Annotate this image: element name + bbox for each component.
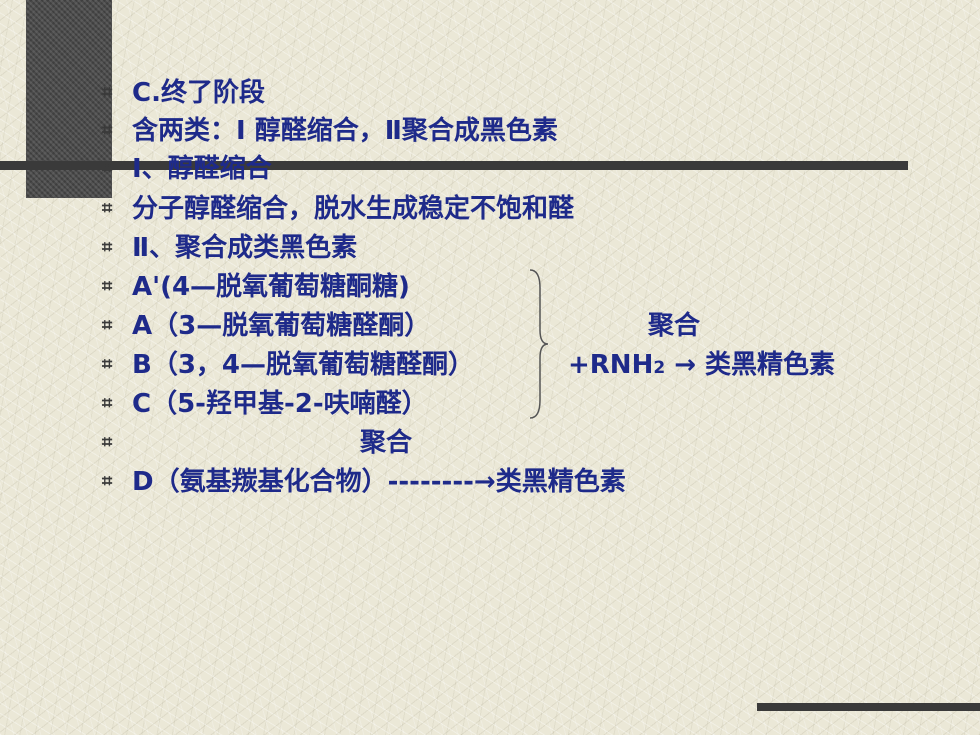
line-2: ⌗含两类：Ⅰ 醇醛缩合，Ⅱ聚合成黑色素 — [102, 116, 558, 146]
top-horizontal-rule — [0, 161, 908, 170]
bullet-icon: ⌗ — [102, 315, 113, 336]
line-1: ⌗C.终了阶段 — [102, 78, 265, 108]
polymerize-label-upper: 聚合 — [648, 311, 701, 341]
bottom-horizontal-rule — [757, 703, 980, 711]
bullet-icon: ⌗ — [102, 82, 113, 103]
line-9: ⌗C（5-羟甲基-2-呋喃醛） — [102, 389, 428, 419]
bullet-icon: ⌗ — [102, 471, 113, 492]
line-10: ⌗ — [102, 426, 132, 460]
bullet-icon: ⌗ — [102, 354, 113, 375]
bullet-icon: ⌗ — [102, 198, 113, 219]
reaction-product: +RNH2 → 类黑精色素 — [568, 350, 836, 380]
bullet-icon: ⌗ — [102, 432, 113, 453]
line-4: ⌗分子醇醛缩合，脱水生成稳定不饱和醛 — [102, 194, 575, 224]
polymerize-label-lower: 聚合 — [360, 428, 413, 458]
right-brace-icon — [529, 269, 549, 419]
line-11: ⌗D（氨基羰基化合物）--------→类黑精色素 — [102, 467, 626, 497]
line-3: ⌗Ⅰ、醇醛缩合 — [102, 154, 272, 184]
bullet-icon: ⌗ — [102, 393, 113, 414]
line-6: ⌗A'(4—脱氧葡萄糖酮糖) — [102, 272, 410, 302]
line-7: ⌗A（3—脱氧葡萄糖醛酮） — [102, 311, 431, 341]
bullet-icon: ⌗ — [102, 120, 113, 141]
bullet-icon: ⌗ — [102, 276, 113, 297]
line-5: ⌗Ⅱ、聚合成类黑色素 — [102, 233, 358, 263]
line-8: ⌗B（3，4—脱氧葡萄糖醛酮） — [102, 350, 474, 380]
bullet-icon: ⌗ — [102, 158, 113, 179]
bullet-icon: ⌗ — [102, 237, 113, 258]
